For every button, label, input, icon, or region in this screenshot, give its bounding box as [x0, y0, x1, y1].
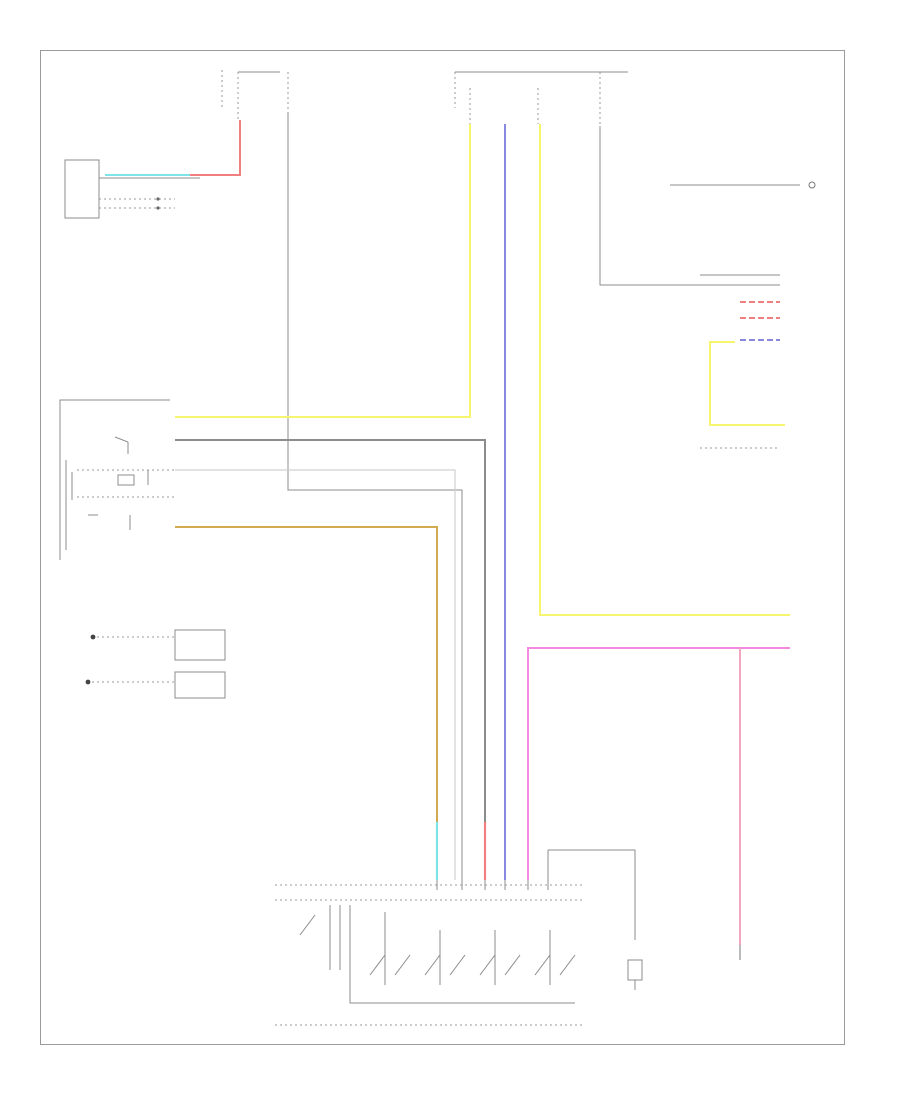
gray-wire-right: [599, 126, 780, 286]
bottom-connector-block: [275, 850, 585, 1026]
top-mid-connector: [454, 71, 628, 126]
connector-pin-icon: [90, 634, 96, 640]
switch-contact-icon: [299, 912, 576, 985]
ground-lead: [548, 849, 636, 940]
top-left-connector: [221, 70, 289, 120]
yellow-wire-3: [709, 341, 785, 426]
left-top-component-box: [64, 159, 100, 219]
diagram-frame: [40, 50, 845, 1045]
orange-wire: [175, 526, 438, 880]
white-wire-3: [175, 469, 456, 880]
connector-pin-icon: [156, 206, 160, 210]
ground-symbol-icon: [808, 181, 816, 189]
connector-pin-icon: [156, 197, 160, 201]
yellow-wire-1: [175, 124, 471, 418]
left-switch-assembly: [59, 399, 175, 560]
yellow-wire-2: [539, 124, 790, 616]
gray-wire-long: [287, 112, 463, 880]
pink-wire: [527, 647, 790, 880]
red-wire: [190, 120, 241, 176]
connector-pin-icon: [85, 679, 91, 685]
gray-wire-2: [175, 439, 486, 880]
